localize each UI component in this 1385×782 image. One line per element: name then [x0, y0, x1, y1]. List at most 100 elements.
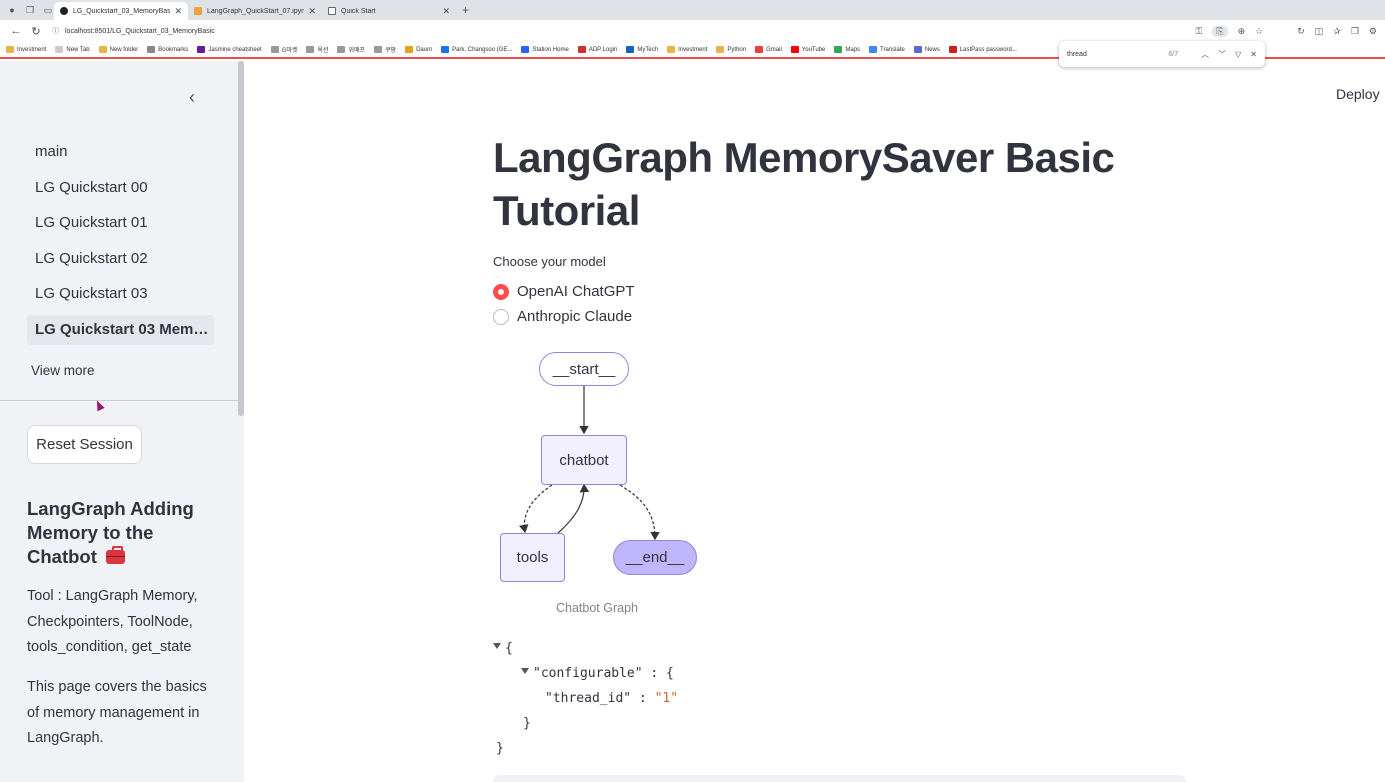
- chevron-up-icon[interactable]: ︿: [1201, 49, 1210, 59]
- sidebar: ‹ main LG Quickstart 00 LG Quickstart 01…: [0, 61, 244, 782]
- bookmark-label: 쿠팡: [385, 48, 397, 54]
- bookmark-icon: [374, 46, 383, 53]
- bookmark-item[interactable]: Python: [716, 46, 746, 53]
- model-radio-label: Choose your model: [493, 254, 606, 269]
- bookmark-item[interactable]: Bookmarks: [147, 46, 188, 53]
- bookmark-label: YouTube: [801, 46, 826, 53]
- reload-icon[interactable]: ↻: [31, 25, 41, 38]
- back-icon[interactable]: ←: [10, 25, 22, 37]
- bookmark-item[interactable]: Jasmine cheatsheet: [197, 46, 262, 53]
- bookmark-item[interactable]: ADP Login: [577, 46, 617, 53]
- bookmark-label: Gmail: [766, 46, 782, 53]
- sidebar-scrollbar[interactable]: [238, 61, 244, 416]
- bookmark-item[interactable]: 쿠팡: [374, 45, 396, 54]
- bookmark-item[interactable]: News: [913, 46, 940, 53]
- json-key: "thread_id": [545, 691, 632, 706]
- sidebar-divider: [0, 400, 238, 401]
- radio-openai[interactable]: OpenAI ChatGPT: [493, 283, 635, 300]
- bookmark-icon: [577, 46, 586, 53]
- bookmark-label: Python: [727, 46, 747, 53]
- reset-session-button[interactable]: Reset Session: [27, 425, 142, 464]
- bookmark-icon: [521, 46, 530, 53]
- tab-close-icon[interactable]: ✕: [174, 5, 182, 16]
- sidebar-nav: main LG Quickstart 00 LG Quickstart 01 L…: [27, 137, 217, 350]
- view-more-link[interactable]: View more: [31, 363, 95, 378]
- find-count: 6/7: [1168, 50, 1179, 58]
- bookmarks-bar: Investment New Tab New folder Bookmarks Jasm…: [0, 42, 1385, 59]
- tab-close-icon[interactable]: ✕: [308, 5, 316, 16]
- close-icon[interactable]: ✕: [1250, 49, 1257, 59]
- bookmark-item[interactable]: Maps: [834, 46, 860, 53]
- radio-button-selected[interactable]: [493, 283, 509, 300]
- bookmark-item[interactable]: New folder: [98, 46, 138, 53]
- bookmark-item[interactable]: LastPass password...: [948, 46, 1017, 53]
- key-icon[interactable]: ⚿: [1195, 25, 1203, 36]
- find-bar[interactable]: thread 6/7 ︿ ﹀ ▽ ✕: [1059, 41, 1265, 67]
- bookmark-item[interactable]: 위메프: [337, 45, 365, 54]
- collapse-sidebar-icon[interactable]: ‹: [189, 87, 195, 107]
- sidebar-item-lg-quickstart-02[interactable]: LG Quickstart 02: [35, 249, 148, 267]
- sidebar-item-lg-quickstart-00[interactable]: LG Quickstart 00: [35, 178, 148, 196]
- chevron-down-icon[interactable]: ﹀: [1218, 49, 1227, 59]
- bookmark-icon: [755, 46, 764, 53]
- page-title: LangGraph MemorySaver Basic Tutorial: [493, 134, 1115, 234]
- sidebar-item-lg-quickstart-03-memory[interactable]: LG Quickstart 03 Memo...: [27, 314, 214, 345]
- refresh-extension-icon[interactable]: ↻: [1297, 25, 1305, 36]
- deploy-button[interactable]: Deploy: [1336, 86, 1380, 102]
- sidebar-item-lg-quickstart-01[interactable]: LG Quickstart 01: [35, 214, 148, 231]
- profile-icon[interactable]: ●: [9, 5, 15, 15]
- bookmark-item[interactable]: Daum: [405, 46, 432, 53]
- browser-tab[interactable]: LangGraph_QuickStart_07.ipynb ✕: [188, 2, 322, 20]
- translate-page-icon[interactable]: ⎘: [1212, 25, 1228, 37]
- edge-tools-chatbot: [557, 483, 590, 534]
- extensions-icon[interactable]: ⚙: [1368, 25, 1377, 36]
- bookmark-item[interactable]: YouTube: [790, 46, 826, 53]
- workspaces-icon[interactable]: ❐: [25, 5, 35, 15]
- collections-icon[interactable]: ❐: [1350, 25, 1359, 36]
- filter-icon[interactable]: ▽: [1235, 49, 1242, 59]
- tab-title: LangGraph_QuickStart_07.ipynb: [207, 7, 305, 15]
- bookmark-icon: [405, 46, 414, 53]
- bookmark-item[interactable]: MyTech: [626, 46, 658, 53]
- bookmark-item[interactable]: 옥션: [306, 45, 328, 54]
- sidebar-item-lg-quickstart-03[interactable]: LG Quickstart 03: [35, 285, 148, 302]
- browser-tab-active[interactable]: LG_Quickstart_03_MemoryBasic ✕: [54, 2, 188, 20]
- bookmark-star-icon[interactable]: ☆: [1255, 25, 1264, 36]
- bookmark-icon: [306, 46, 315, 53]
- favorites-icon[interactable]: ✰: [1333, 25, 1341, 36]
- tab-actions-icon[interactable]: ▭: [43, 5, 53, 15]
- bookmark-item[interactable]: New Tab: [55, 46, 90, 53]
- split-screen-icon[interactable]: ◫: [1314, 25, 1324, 36]
- url-field[interactable]: ⓘ localhost:8501/LG_Quickstart_03_MemoryB…: [52, 26, 1196, 36]
- sidebar-item-main[interactable]: main: [35, 143, 68, 160]
- bookmark-item[interactable]: Investment: [6, 46, 46, 53]
- bookmark-item[interactable]: Park, Changsoo (GE...: [441, 46, 512, 53]
- radio-button[interactable]: [493, 308, 509, 325]
- bookmark-item[interactable]: G마켓: [270, 45, 297, 54]
- radio-anthropic[interactable]: Anthropic Claude: [493, 308, 632, 325]
- tab-close-icon[interactable]: ✕: [442, 5, 450, 16]
- bookmark-icon: [55, 46, 64, 53]
- tab-title: LG_Quickstart_03_MemoryBasic: [73, 7, 171, 15]
- find-input[interactable]: thread: [1067, 50, 1087, 58]
- graph-caption: Chatbot Graph: [556, 601, 638, 615]
- json-root-line: {: [493, 640, 513, 658]
- jupyter-favicon-icon: [194, 7, 202, 15]
- bookmark-item[interactable]: Station Home: [521, 46, 569, 53]
- json-inner-close: }: [523, 716, 531, 731]
- address-bar: ← ↻ ⓘ localhost:8501/LG_Quickstart_03_Mem…: [0, 20, 1385, 42]
- collapse-triangle-icon[interactable]: [493, 643, 501, 649]
- zoom-icon[interactable]: ⊕: [1237, 25, 1246, 36]
- next-element-edge: [493, 775, 1186, 782]
- sidebar-heading-text: LangGraph Adding Memory to the Chatbot: [27, 498, 194, 567]
- site-info-icon[interactable]: ⓘ: [52, 28, 59, 35]
- url-text: localhost:8501/LG_Quickstart_03_MemoryBa…: [65, 28, 215, 35]
- bookmark-item[interactable]: Translate: [869, 46, 905, 53]
- chatbot-graph: __start__ chatbot tools __end__: [490, 340, 710, 590]
- bookmark-item[interactable]: Investment: [667, 46, 707, 53]
- streamlit-favicon-icon: [60, 7, 68, 15]
- new-tab-icon[interactable]: +: [462, 3, 470, 17]
- browser-tab[interactable]: Quick Start ✕: [322, 2, 456, 20]
- bookmark-item[interactable]: Gmail: [755, 46, 782, 53]
- collapse-triangle-icon[interactable]: [521, 668, 529, 674]
